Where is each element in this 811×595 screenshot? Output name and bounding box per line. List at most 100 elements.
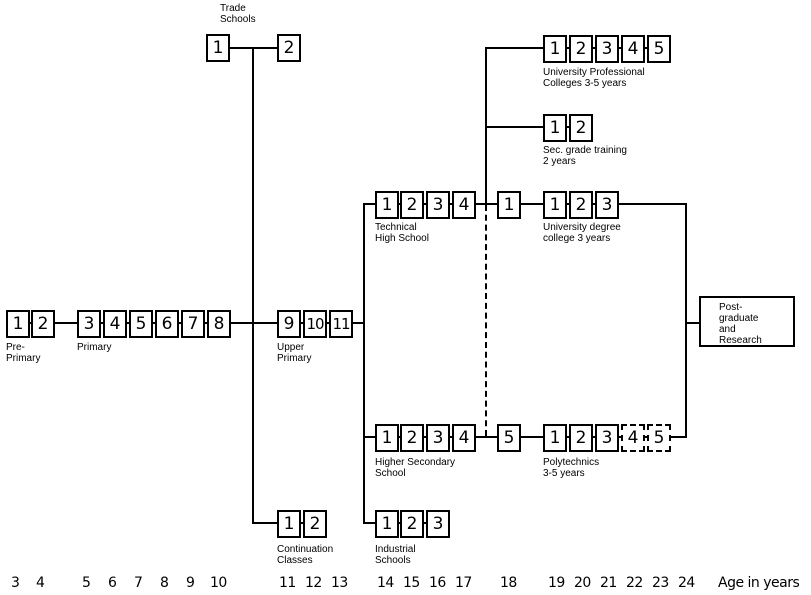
pre-primary-label: Pre- Primary (6, 342, 41, 364)
connector (685, 203, 687, 438)
age-tick: 18 (500, 575, 517, 591)
age-tick: 24 (678, 575, 695, 591)
technical-year-box: 2 (400, 191, 424, 219)
connector (486, 47, 543, 49)
age-tick: 7 (134, 575, 143, 591)
connector (77, 322, 229, 324)
industrial-year-box: 2 (400, 510, 424, 538)
connector (474, 203, 497, 205)
connector (364, 522, 375, 524)
age-tick: 3 (11, 575, 20, 591)
higher-secondary-year-box: 3 (426, 424, 450, 452)
age-tick: 8 (160, 575, 169, 591)
age-tick: 13 (331, 575, 348, 591)
connector (277, 522, 325, 524)
industrial-label: Industrial Schools (375, 544, 416, 566)
pre-primary-year-box: 1 (6, 310, 30, 338)
connector (363, 203, 365, 524)
connector (375, 203, 474, 205)
univ-professional-year-box: 2 (569, 35, 593, 63)
age-tick: 10 (210, 575, 227, 591)
age-tick: 12 (305, 575, 322, 591)
connector (228, 47, 277, 49)
age-tick: 5 (82, 575, 91, 591)
technical-bridge-box: 1 (497, 191, 521, 219)
hs-bridge-box: 5 (497, 424, 521, 452)
primary-year-box: 5 (129, 310, 153, 338)
primary-year-box: 8 (207, 310, 231, 338)
continuation-year-box: 2 (303, 510, 327, 538)
upper-primary-label: Upper Primary (277, 342, 312, 364)
univ-professional-year-box: 4 (621, 35, 645, 63)
connector (364, 436, 375, 438)
technical-year-box: 3 (426, 191, 450, 219)
connector (252, 47, 254, 524)
connector (474, 436, 497, 438)
upper-primary-year-box: 9 (277, 310, 301, 338)
age-tick: 21 (600, 575, 617, 591)
technical-year-box: 1 (375, 191, 399, 219)
higher-secondary-year-box: 2 (400, 424, 424, 452)
higher-secondary-label: Higher Secondary School (375, 457, 456, 479)
univ-degree-year-box: 1 (543, 191, 567, 219)
polytechnics-year-box: 1 (543, 424, 567, 452)
connector (519, 203, 543, 205)
primary-year-box: 4 (103, 310, 127, 338)
connector (53, 322, 77, 324)
univ-degree-year-box: 3 (595, 191, 619, 219)
upper-primary-year-box: 11 (329, 310, 353, 338)
pre-primary-year-box: 2 (31, 310, 55, 338)
age-tick: 19 (548, 575, 565, 591)
connector (669, 436, 687, 438)
sec-grade-year-box: 2 (569, 114, 593, 142)
univ-professional-label: University Professional Colleges 3-5 yea… (543, 67, 645, 89)
connector (352, 322, 364, 324)
age-tick: 6 (108, 575, 117, 591)
primary-year-box: 7 (181, 310, 205, 338)
age-tick: 16 (429, 575, 446, 591)
primary-year-box: 6 (155, 310, 179, 338)
continuation-label: Continuation Classes (277, 544, 334, 566)
univ-professional-year-box: 1 (543, 35, 567, 63)
primary-year-box: 3 (77, 310, 101, 338)
connector (486, 126, 543, 128)
postgraduate-box: Post- graduate and Research (699, 296, 795, 347)
sec-grade-label: Sec. grade training 2 years (543, 145, 627, 167)
age-tick: 23 (652, 575, 669, 591)
age-axis-label: Age in years (718, 575, 800, 591)
primary-label: Primary (77, 342, 112, 353)
polytechnics-optional-year-box: 4 (621, 424, 645, 452)
upper-primary-year-box: 10 (303, 310, 327, 338)
age-tick: 22 (626, 575, 643, 591)
connector (485, 47, 487, 204)
age-tick: 15 (403, 575, 420, 591)
dashed-connector (485, 205, 487, 436)
connector (543, 126, 591, 128)
univ-degree-label: University degree college 3 years (543, 222, 621, 244)
industrial-year-box: 1 (375, 510, 399, 538)
age-tick: 17 (455, 575, 472, 591)
age-tick: 11 (279, 575, 296, 591)
age-tick: 9 (186, 575, 195, 591)
sec-grade-year-box: 1 (543, 114, 567, 142)
connector (364, 203, 375, 205)
higher-secondary-year-box: 4 (452, 424, 476, 452)
trade-schools-label: Trade Schools (220, 3, 256, 25)
univ-professional-year-box: 5 (647, 35, 671, 63)
connector (617, 203, 687, 205)
technical-label: Technical High School (375, 222, 429, 244)
trade-year-box: 2 (277, 34, 301, 62)
polytechnics-year-box: 2 (569, 424, 593, 452)
age-tick: 4 (36, 575, 45, 591)
higher-secondary-year-box: 1 (375, 424, 399, 452)
univ-degree-year-box: 2 (569, 191, 593, 219)
connector (519, 436, 543, 438)
industrial-year-box: 3 (426, 510, 450, 538)
connector (375, 436, 474, 438)
connector (253, 522, 277, 524)
connector (686, 322, 699, 324)
technical-year-box: 4 (452, 191, 476, 219)
polytechnics-label: Polytechnics 3-5 years (543, 457, 600, 479)
polytechnics-year-box: 3 (595, 424, 619, 452)
